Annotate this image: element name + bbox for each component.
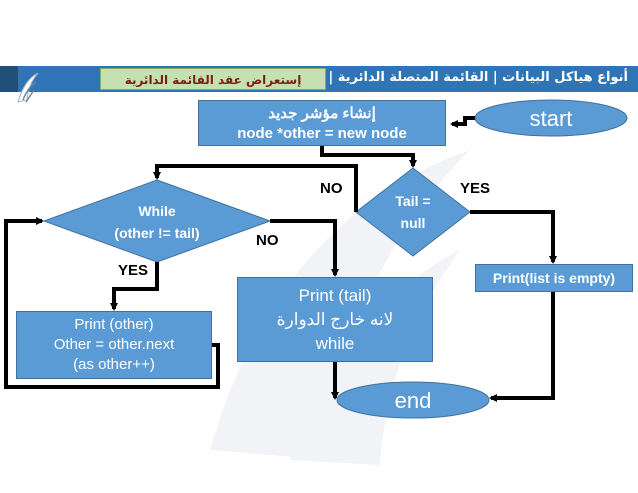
tail-null-line1: Tail = <box>395 193 430 209</box>
start-label: start <box>530 106 573 131</box>
print-other-line2: Other = other.next <box>53 336 175 353</box>
create-pointer-node: إنشاء مؤشر جديد node *other = new node <box>198 100 446 146</box>
connector-start-create <box>450 116 475 128</box>
while-decision <box>42 179 272 263</box>
tail-null-line2: null <box>401 215 426 231</box>
connector-create-tail <box>320 146 417 168</box>
print-tail-line1: Print (tail) <box>298 286 372 305</box>
page-title: أنواع هياكل البيانات | القائمة المتصلة ا… <box>328 70 628 85</box>
tail-no-label: NO <box>320 180 343 197</box>
print-tail-node: Print (tail) لانه خارج الدوارة while <box>237 277 433 362</box>
print-empty-label: Print(list is empty) <box>492 270 616 286</box>
create-pointer-arabic: إنشاء مؤشر جديد <box>268 105 376 122</box>
print-tail-arabic: لانه خارج الدوارة <box>276 310 394 329</box>
print-empty-node: Print(list is empty) <box>475 264 633 292</box>
while-no-label: NO <box>256 232 279 249</box>
connector-empty-end <box>489 292 555 402</box>
connector-loop-back <box>4 217 220 389</box>
while-line2: (other != tail) <box>114 225 199 241</box>
print-other-node: Print (other) Other = other.next (as oth… <box>16 311 212 379</box>
tail-null-decision <box>355 167 471 257</box>
connector-tail-yes <box>470 210 557 264</box>
print-tail-line3: while <box>315 334 355 353</box>
create-pointer-code: node *other = new node <box>237 125 407 142</box>
tail-yes-label: YES <box>460 180 491 197</box>
print-other-line3: (as other++) <box>73 356 155 373</box>
connector-tail-no <box>153 164 358 212</box>
print-other-line1: Print (other) <box>74 316 154 333</box>
section-subtitle: إستعراض عقد القائمة الدائرية <box>100 68 326 90</box>
logo-icon <box>17 72 39 103</box>
connector-while-yes <box>110 262 159 311</box>
connector-while-no <box>270 219 339 277</box>
header-accent <box>0 66 18 92</box>
while-line1: While <box>138 203 176 219</box>
while-yes-label: YES <box>118 262 149 279</box>
end-label: end <box>395 388 432 413</box>
